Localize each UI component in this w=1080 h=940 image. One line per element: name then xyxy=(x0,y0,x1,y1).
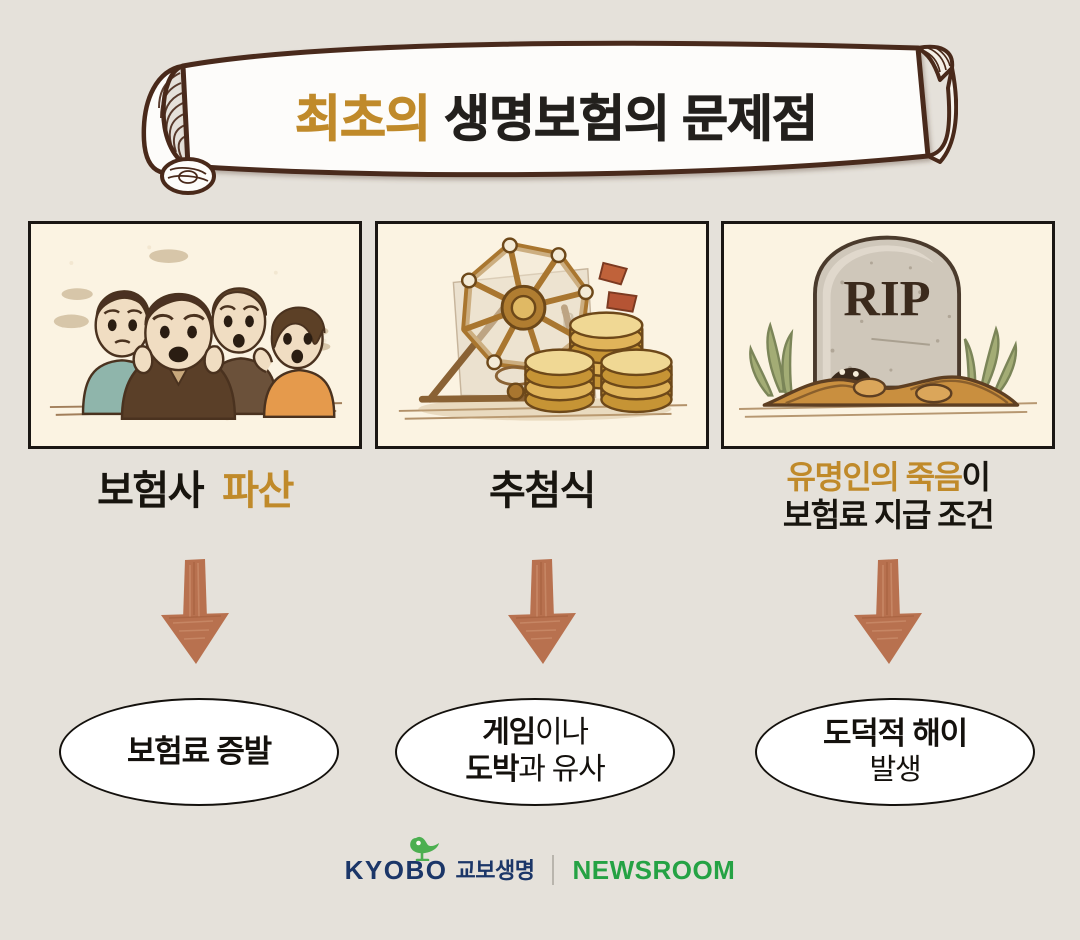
caption-3-line-1: 유명인의 죽음이 xyxy=(721,459,1055,497)
caption-column-1: 보험사 파산 xyxy=(28,468,362,515)
outcome-3-normal: 발생 xyxy=(869,754,922,787)
brand-name-en: KYOBO xyxy=(344,855,448,885)
outcome-3-line-1: 도덕적 해이 xyxy=(822,715,968,753)
illustration-row: P P xyxy=(0,221,1080,449)
down-arrow-icon-3 xyxy=(850,557,926,667)
brand-name-kr: 교보생명 xyxy=(455,857,535,883)
outcome-1-line-1: 보험료 증발 xyxy=(126,733,272,771)
down-arrow-shape xyxy=(854,559,922,664)
newsroom-label[interactable]: NEWSROOM xyxy=(572,855,736,885)
illustration-frame-fortune-wheel: P P xyxy=(375,221,709,449)
outcome-oval-1: 보험료 증발 xyxy=(59,698,339,806)
bird-shape xyxy=(409,836,439,861)
outcome-2-bold-2: 도박 xyxy=(465,753,519,786)
outcome-2-bold-1: 게임 xyxy=(482,716,536,750)
scroll-shape xyxy=(141,40,958,195)
footer-logo-bar: KYOBO 교보생명 NEWSROOM xyxy=(0,836,1080,885)
logo-divider xyxy=(552,855,555,885)
outcome-2-normal-2: 과 유사 xyxy=(518,753,606,786)
kyobo-brand-lockup[interactable]: KYOBO 교보생명 xyxy=(344,836,535,885)
outcome-oval-2: 게임이나 도박과 유사 xyxy=(395,698,675,806)
title-rest: 생명보험의 문제점 xyxy=(444,91,819,148)
fortune-wheel-coins-illustration: P P xyxy=(379,224,705,446)
caption-3-highlight: 유명인의 죽음 xyxy=(786,459,964,495)
caption-3-plain: 이 xyxy=(961,459,991,495)
gravestone-text: RIP xyxy=(843,271,930,327)
outcome-3-line-2: 발생 xyxy=(869,753,922,788)
worried-people-illustration xyxy=(32,224,358,446)
caption-1-plain: 보험사 xyxy=(97,469,204,513)
outcome-3-bold: 도덕적 해이 xyxy=(822,716,968,752)
illustration-frame-gravestone: RIP xyxy=(721,221,1055,449)
caption-2-plain: 추첨식 xyxy=(489,469,596,513)
outcome-oval-3: 도덕적 해이 발생 xyxy=(755,698,1035,806)
down-arrow-shape xyxy=(508,559,576,664)
down-arrow-shape xyxy=(161,559,229,664)
caption-column-2: 추첨식 xyxy=(375,468,709,515)
title-highlight: 최초의 xyxy=(295,91,432,148)
outcome-2-normal-1: 이나 xyxy=(535,716,589,750)
gravestone-rip-illustration: RIP xyxy=(725,224,1051,446)
illustration-frame-worried-people xyxy=(28,221,362,449)
outcome-2-line-1: 게임이나 xyxy=(482,715,589,752)
page-title: 최초의 생명보험의 문제점 xyxy=(128,28,958,198)
outcome-2-line-2: 도박과 유사 xyxy=(465,752,606,789)
outcome-1-bold: 보험료 증발 xyxy=(126,734,272,770)
down-arrow-icon-2 xyxy=(504,557,580,667)
caption-1-highlight: 파산 xyxy=(222,469,294,513)
caption-3-line-2: 보험료 지급 조건 xyxy=(782,496,995,533)
kyobo-bird-icon xyxy=(407,835,441,861)
caption-column-3: 유명인의 죽음이 보험료 지급 조건 xyxy=(721,459,1055,535)
down-arrow-icon-1 xyxy=(157,557,233,667)
title-scroll-banner: 최초의 생명보험의 문제점 xyxy=(128,28,958,198)
